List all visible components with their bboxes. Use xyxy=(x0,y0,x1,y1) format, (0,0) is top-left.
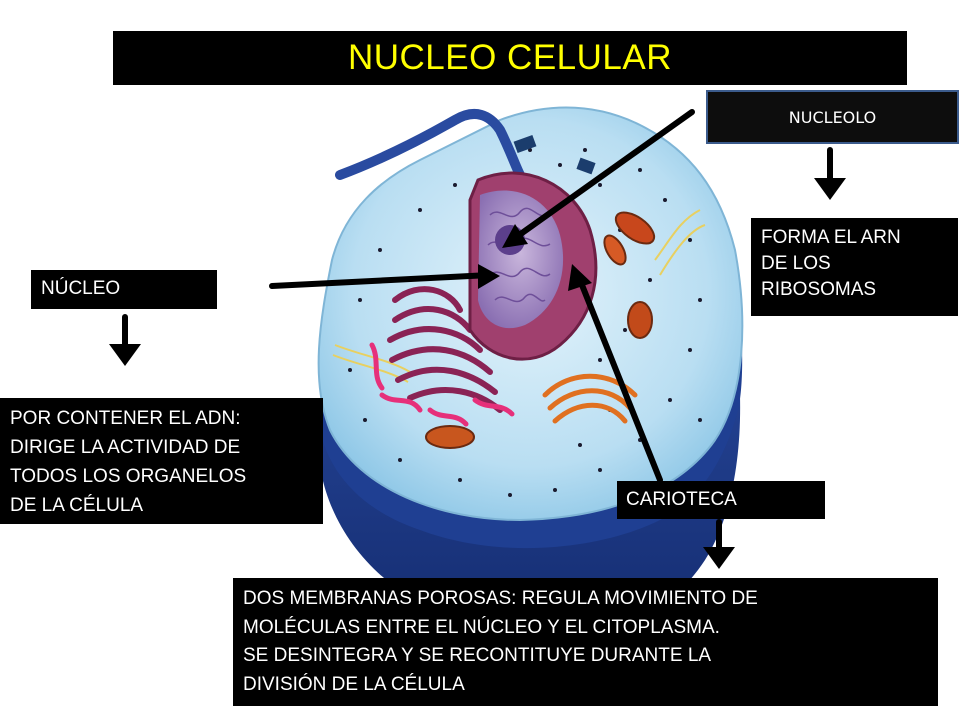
nucleoplasm xyxy=(478,190,564,329)
nucleolo-description-line: FORMA EL ARN xyxy=(761,227,901,248)
carioteca-description-line: DIVISIÓN DE LA CÉLULA xyxy=(243,673,465,695)
nucleolo-description-line: DE LOS xyxy=(761,253,831,274)
carioteca-description: DOS MEMBRANAS POROSAS: REGULA MOVIMIENTO… xyxy=(233,578,938,706)
nucleolo-down-arrow-icon xyxy=(814,178,846,200)
nucleo-description-line: POR CONTENER EL ADN: xyxy=(10,408,241,429)
title-banner: NUCLEO CELULAR xyxy=(113,31,907,85)
nucleolo-description: FORMA EL ARN DE LOS RIBOSOMAS xyxy=(751,218,958,316)
nucleo-pointer xyxy=(269,272,493,289)
nucleolo-pointer xyxy=(512,109,695,241)
nucleo-label: NÚCLEO xyxy=(31,270,217,309)
page-title: NUCLEO CELULAR xyxy=(347,38,673,77)
nucleo-description-line: TODOS LOS ORGANELOS xyxy=(10,466,247,487)
carioteca-label: CARIOTECA xyxy=(617,481,825,519)
carioteca-description-line: DOS MEMBRANAS POROSAS: REGULA MOVIMIENTO… xyxy=(243,588,758,609)
nucleo-description-line: DE LA CÉLULA xyxy=(10,495,144,516)
carioteca-description-line: SE DESINTEGRA Y SE RECONTITUYE DURANTE L… xyxy=(243,645,712,666)
carioteca-down-arrow-icon xyxy=(703,547,735,569)
nucleo-description-line: DIRIGE LA ACTIVIDAD DE xyxy=(10,437,241,458)
nucleolo-label: NUCLEOLO xyxy=(706,90,959,144)
nucleo-down-arrow-icon xyxy=(109,344,141,366)
carioteca-description-line: MOLÉCULAS ENTRE EL NÚCLEO Y EL CITOPLASM… xyxy=(243,616,720,638)
carioteca-pointer xyxy=(577,277,663,483)
nucleo-description: POR CONTENER EL ADN: DIRIGE LA ACTIVIDAD… xyxy=(0,398,323,524)
nucleolo-description-line: RIBOSOMAS xyxy=(761,279,877,300)
